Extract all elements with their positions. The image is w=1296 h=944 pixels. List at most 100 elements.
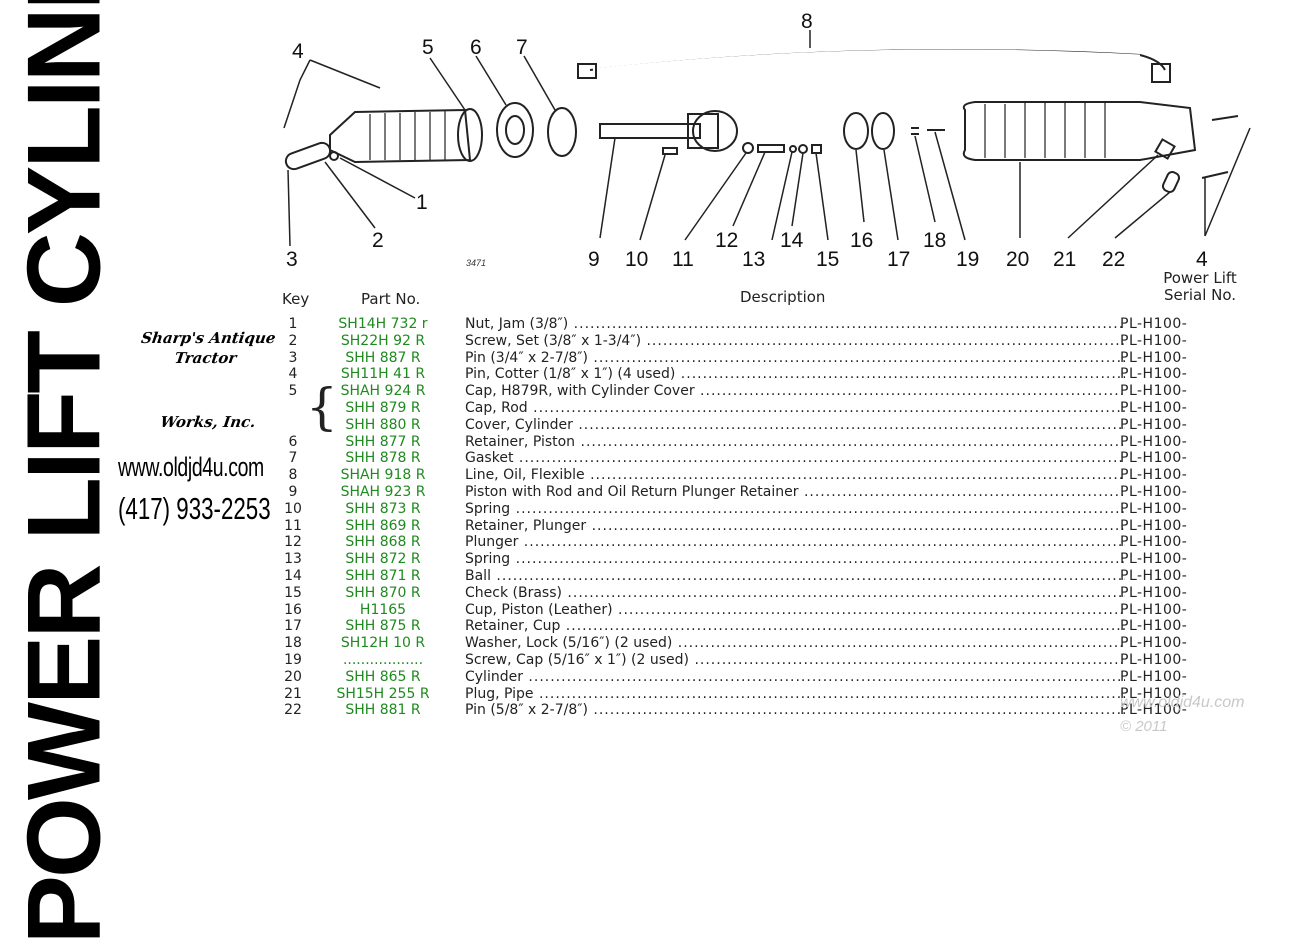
row-description: Spring [465, 501, 1125, 518]
row-part-no: SHH 868 R [345, 534, 421, 551]
row-key: 8 [288, 467, 298, 484]
row-serial: PL-H100- [1120, 584, 1188, 601]
row-part-no: SHAH 918 R [340, 467, 426, 484]
callout-18: 18 [923, 229, 946, 252]
page-title: POWER LIFT CYLINDER [6, 0, 123, 944]
callout-13: 13 [742, 248, 765, 271]
dealer-name-line1: Sharp's Antique Tractor [140, 329, 277, 367]
callout-12: 12 [715, 229, 738, 252]
row-key: 6 [288, 433, 298, 450]
row-description: Cover, Cylinder [465, 417, 1125, 434]
row-description: Plunger [465, 534, 1125, 551]
row-part-no: SH12H 10 R [340, 635, 426, 652]
row-serial: PL-H100- [1120, 433, 1188, 450]
row-part-no: SHH 871 R [345, 567, 421, 584]
row-part-no: SHH 881 R [345, 702, 421, 719]
row-description: Cup, Piston (Leather) [465, 602, 1125, 619]
callout-22: 22 [1102, 248, 1125, 271]
row-description: Retainer, Plunger [465, 518, 1125, 535]
row-serial: PL-H100- [1120, 483, 1188, 500]
callout-6: 6 [470, 36, 482, 59]
header-part-no: Part No. [361, 290, 421, 308]
row-key: 9 [288, 483, 298, 500]
row-part-no: SHAH 924 R [340, 383, 426, 400]
row-key: 12 [284, 534, 302, 551]
callout-11: 11 [672, 248, 694, 271]
callout-15: 15 [816, 248, 839, 271]
row-part-no: SH22H 92 R [340, 332, 426, 349]
row-description: Ball [465, 568, 1125, 585]
small-parts [662, 142, 822, 155]
row-description: Pin (5/8″ x 2-7/8″) [465, 702, 1125, 719]
callout-19: 19 [956, 248, 979, 271]
row-description: Washer, Lock (5/16″) (2 used) [465, 635, 1125, 652]
header-serial-line2: Serial No. [1163, 286, 1237, 304]
row-part-no: SHH 873 R [345, 500, 421, 517]
row-key: 10 [284, 500, 302, 517]
table-row: 1 SH14H 732 r Nut, Jam (3/8″)PL-H100- [272, 316, 1272, 333]
row-key: 19 [284, 651, 302, 668]
row-description: Retainer, Cup [465, 618, 1125, 635]
callout-8: 8 [801, 10, 813, 33]
exploded-diagram: 1 2 3 4 5 6 7 8 9 10 11 12 13 14 15 16 1… [283, 10, 1251, 271]
watermark: www.oldjd4u.com [1120, 694, 1245, 711]
callout-7: 7 [516, 36, 528, 59]
row-part-no: SHH 878 R [345, 450, 421, 467]
cylinder-part [962, 101, 1197, 193]
row-description: Pin (3/4″ x 2-7/8″) [465, 350, 1125, 367]
piston-retainer-part [496, 102, 534, 158]
dealer-block: Sharp's Antique Tractor Works, Inc. www.… [118, 328, 288, 527]
row-description: Line, Oil, Flexible [465, 467, 1125, 484]
callout-3: 3 [286, 248, 298, 271]
row-key: 4 [288, 366, 298, 383]
row-serial: PL-H100- [1120, 416, 1188, 433]
header-serial: Power Lift Serial No. [1140, 270, 1260, 304]
row-serial: PL-H100- [1120, 685, 1188, 702]
table-row: 5 SHAH 924 R Cap, H879R, with Cylinder Cov… [272, 383, 1272, 400]
callout-9: 9 [588, 248, 600, 271]
row-part-no: SHAH 923 R [340, 483, 426, 500]
row-part-no: SH14H 732 r [338, 316, 428, 332]
row-serial: PL-H100- [1120, 383, 1188, 400]
piston-rod-part [599, 110, 738, 152]
row-serial: PL-H100- [1120, 702, 1188, 719]
row-description: Gasket [465, 450, 1125, 467]
row-description: Pin, Cotter (1/8″ x 1″) (4 used) [465, 366, 1125, 383]
table-row: 22 SHH 881 R Pin (5/8″ x 2-7/8″)PL-H100- [272, 702, 1272, 719]
row-key: 2 [288, 332, 298, 349]
row-description: Plug, Pipe [465, 686, 1125, 703]
row-description: Retainer, Piston [465, 434, 1125, 451]
header-description: Description [740, 288, 826, 306]
row-serial: PL-H100- [1120, 651, 1188, 668]
row-key: 5 [288, 383, 298, 400]
callout-4: 4 [292, 40, 304, 63]
copyright: © 2011 [1120, 718, 1168, 735]
row-serial: PL-H100- [1120, 534, 1188, 551]
row-description: Nut, Jam (3/8″) [465, 316, 1125, 333]
callout-17: 17 [887, 248, 910, 271]
callout-20: 20 [1006, 248, 1029, 271]
row-key: 1 [288, 316, 298, 332]
callout-5: 5 [422, 36, 434, 59]
row-key: 22 [284, 702, 302, 719]
row-part-no: SHH 869 R [345, 517, 421, 534]
row-part-no: SH15H 255 R [336, 685, 430, 702]
row-key: 3 [288, 349, 298, 366]
row-serial: PL-H100- [1120, 517, 1188, 534]
leader-lines [283, 30, 1251, 247]
row-serial: PL-H100- [1120, 399, 1188, 416]
table-row: 6 SHH 877 R Retainer, PistonPL-H100- [272, 434, 1272, 451]
row-description: Cap, H879R, with Cylinder Cover [465, 383, 1125, 400]
row-serial: PL-H100- [1120, 316, 1188, 332]
row-part-no: SHH 877 R [345, 433, 421, 450]
